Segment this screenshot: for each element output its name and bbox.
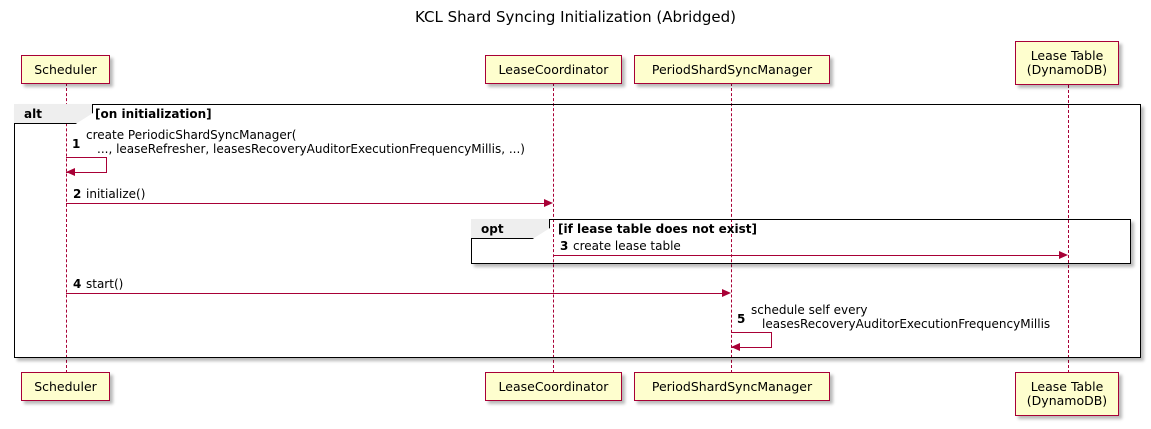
message-3-text: create lease table [573, 239, 681, 253]
message-3-arrowhead [1059, 250, 1068, 259]
message-1-number: 1 [72, 137, 81, 151]
message-4-line [66, 293, 722, 294]
message-2-text: initialize() [86, 187, 146, 201]
message-5-label: 5 schedule self every leasesRecoveryAudi… [737, 303, 1051, 331]
participant-lease-table-top[interactable]: Lease Table (DynamoDB) [1015, 41, 1119, 85]
participant-scheduler-top[interactable]: Scheduler [21, 55, 110, 84]
lifeline-lease-table [1068, 85, 1069, 373]
message-3-number: 3 [560, 239, 569, 253]
message-5-arrowhead [731, 343, 740, 351]
participant-period-shard-sync-manager-bottom[interactable]: PeriodShardSyncManager [634, 372, 830, 401]
message-2-label: 2 initialize() [73, 187, 146, 201]
message-1-arrowhead [66, 168, 75, 176]
message-4-label: 4 start() [73, 277, 124, 291]
participant-period-shard-sync-manager-top[interactable]: PeriodShardSyncManager [634, 55, 830, 84]
message-5-self-loop [731, 332, 772, 348]
message-4-number: 4 [73, 277, 82, 291]
message-5-text-line1: schedule self every [751, 303, 868, 317]
lifeline-period-shard-sync-manager [731, 83, 732, 373]
lifeline-lease-coordinator [553, 83, 554, 373]
message-1-label: 1 create PeriodicShardSyncManager( ..., … [72, 128, 525, 156]
fragment-opt [471, 219, 1131, 264]
message-1-text-line1: create PeriodicShardSyncManager( [86, 128, 297, 142]
participant-lease-table-bottom[interactable]: Lease Table (DynamoDB) [1015, 372, 1119, 416]
message-3-label: 3 create lease table [560, 239, 681, 253]
message-2-arrowhead [544, 198, 553, 207]
message-2-number: 2 [73, 187, 82, 201]
message-2-line [66, 203, 544, 204]
message-1-self-loop [66, 157, 107, 173]
participant-lease-coordinator-top[interactable]: LeaseCoordinator [485, 55, 622, 84]
fragment-opt-label: opt [471, 219, 550, 239]
participant-scheduler-bottom[interactable]: Scheduler [21, 372, 110, 401]
message-5-text-line2: leasesRecoveryAuditorExecutionFrequencyM… [762, 317, 1051, 331]
fragment-alt-condition: [on initialization] [95, 107, 212, 121]
message-1-text-line2: ..., leaseRefresher, leasesRecoveryAudit… [97, 142, 525, 156]
fragment-alt [14, 104, 1141, 358]
message-5-number: 5 [737, 312, 746, 326]
participant-lease-coordinator-bottom[interactable]: LeaseCoordinator [485, 372, 622, 401]
message-3-line [553, 255, 1059, 256]
fragment-opt-condition: [if lease table does not exist] [558, 222, 758, 236]
lifeline-scheduler [66, 83, 67, 373]
message-4-arrowhead [722, 288, 731, 297]
diagram-title: KCL Shard Syncing Initialization (Abridg… [415, 8, 736, 26]
message-4-text: start() [86, 277, 124, 291]
